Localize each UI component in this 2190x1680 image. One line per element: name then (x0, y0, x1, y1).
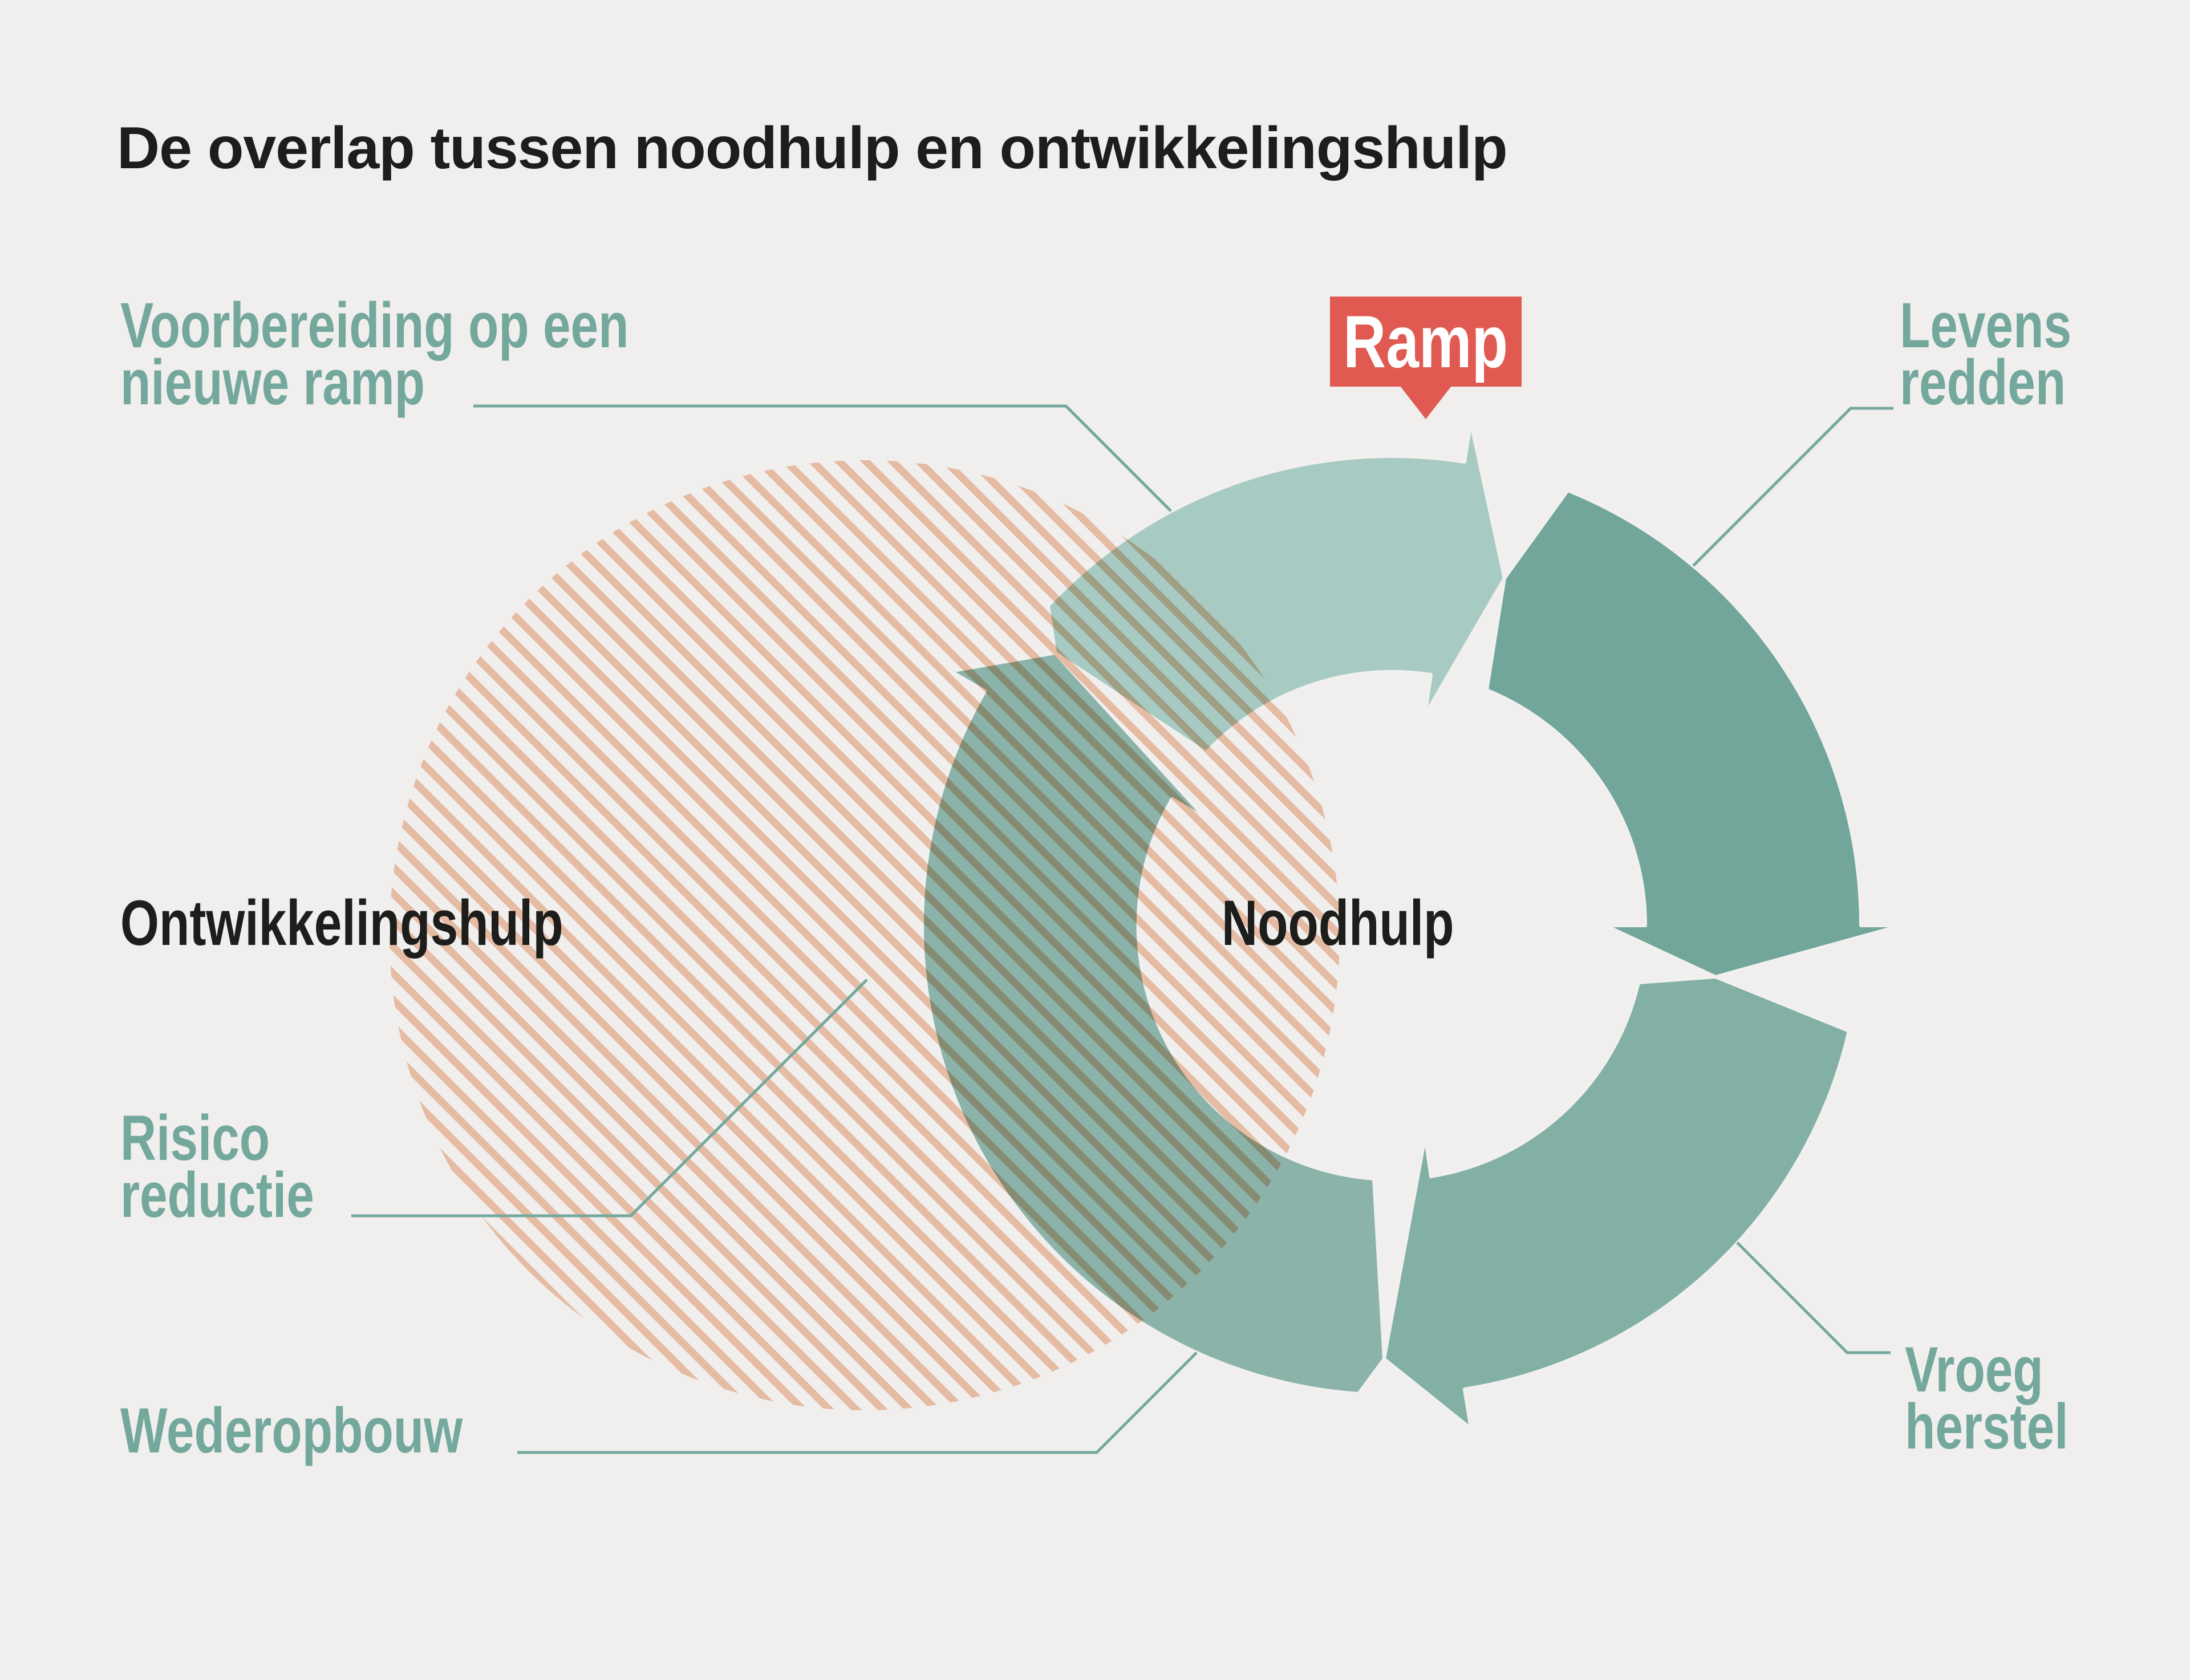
striped-circle-ontwikkelingshulp (390, 460, 1340, 1410)
connector-risico-reductie (351, 979, 868, 1218)
label-levens-redden: Levens redden (1900, 290, 2072, 418)
label-noodhulp: Noodhulp (1222, 887, 1454, 959)
ring-segment-bottom (1382, 975, 1851, 1430)
connector-wederopbouw (517, 1352, 1198, 1454)
label-voorbereiding-line1: Voorbereiding op een (120, 290, 629, 361)
ramp-tag: Ramp (1330, 297, 1522, 387)
label-vroeg-line2: herstel (1905, 1391, 2069, 1462)
label-levens-line1: Levens (1900, 290, 2072, 361)
label-vroeg-line1: Vroeg (1905, 1334, 2043, 1405)
label-wederopbouw: Wederopbouw (120, 1395, 463, 1466)
ramp-pointer-icon (1400, 386, 1451, 419)
ring-segment-right (1485, 489, 1903, 979)
label-vroeg-herstel: Vroeg herstel (1905, 1334, 2069, 1462)
page-title: De overlap tussen noodhulp en ontwikkeli… (117, 115, 1508, 181)
connector-vroeg-herstel (1736, 1241, 1891, 1354)
label-voorbereiding: Voorbereiding op een nieuwe ramp (120, 290, 629, 418)
label-levens-line2: redden (1900, 347, 2066, 418)
ramp-label: Ramp (1343, 300, 1508, 383)
label-ontwikkelingshulp: Ontwikkelingshulp (120, 887, 563, 959)
label-risico-line1: Risico (120, 1102, 270, 1174)
connector-voorbereiding (473, 404, 1172, 512)
label-voorbereiding-line2: nieuwe ramp (120, 347, 425, 418)
label-risico-line2: reductie (120, 1159, 314, 1231)
label-risico-reductie: Risico reductie (120, 1102, 314, 1231)
connector-levens-redden (1692, 407, 1893, 567)
